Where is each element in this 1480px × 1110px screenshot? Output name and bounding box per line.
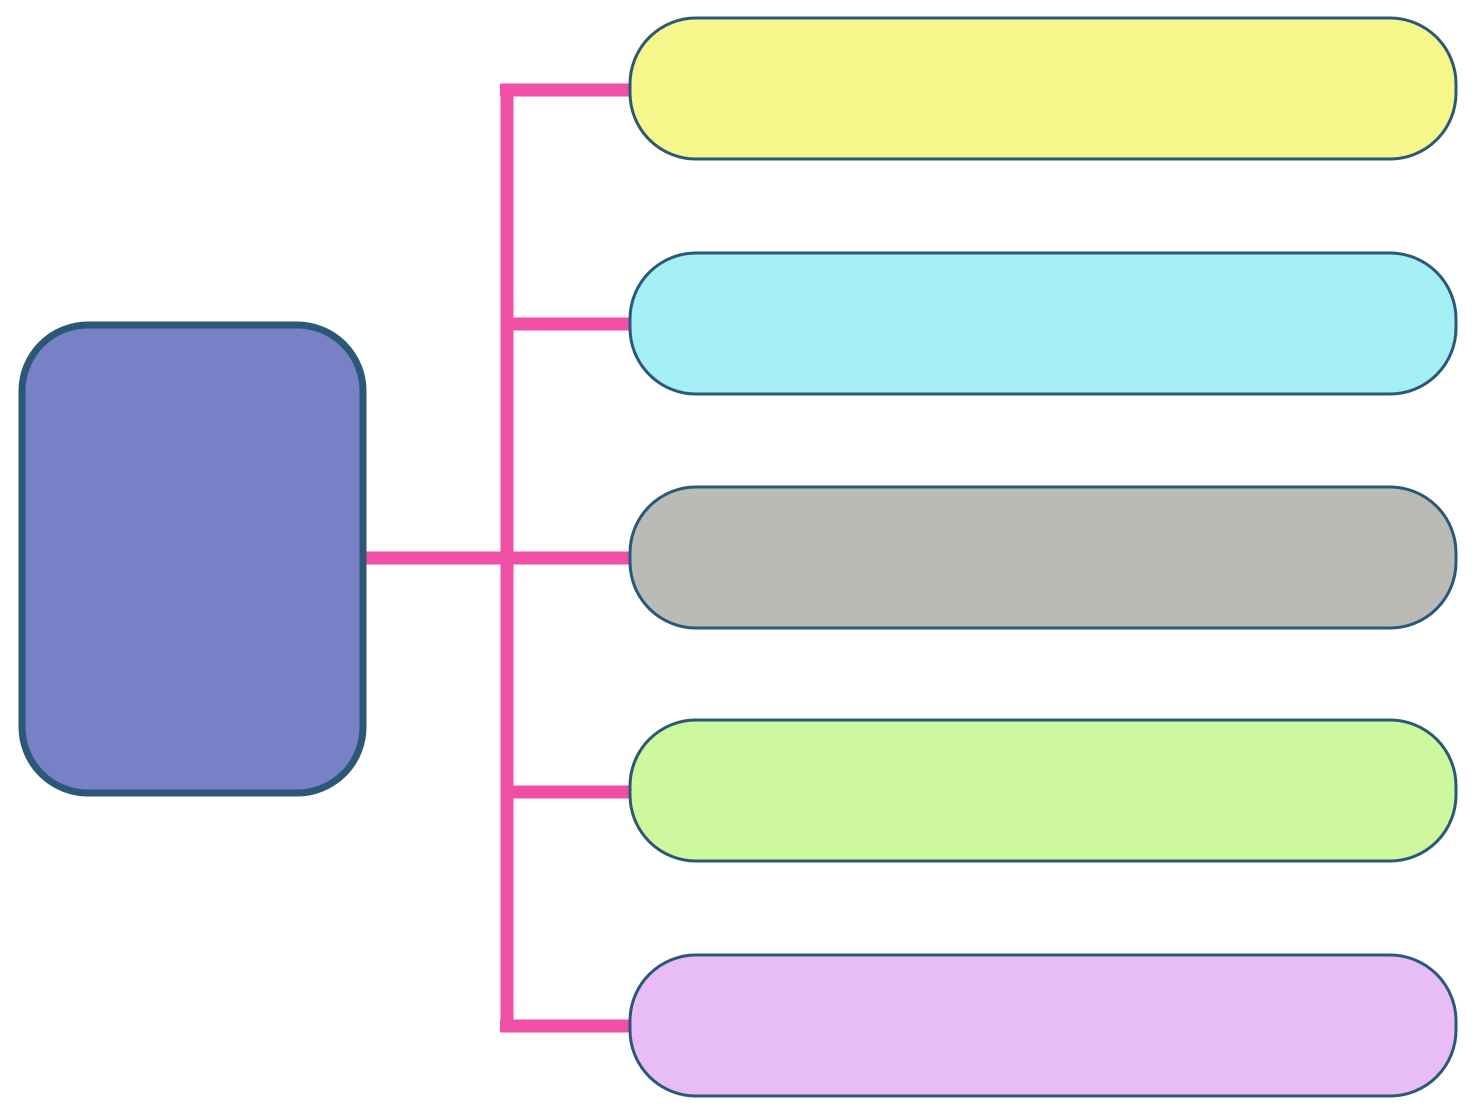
- connector-lines: [364, 83, 630, 1033]
- branch-node-5: [628, 953, 1458, 1098]
- root-node: [18, 321, 367, 797]
- branch-node-2: [628, 251, 1458, 396]
- branch-node-4: [628, 718, 1458, 863]
- branch-node-1: [628, 16, 1458, 161]
- branch-node-3: [628, 485, 1458, 630]
- branch-nodes: [628, 16, 1458, 1098]
